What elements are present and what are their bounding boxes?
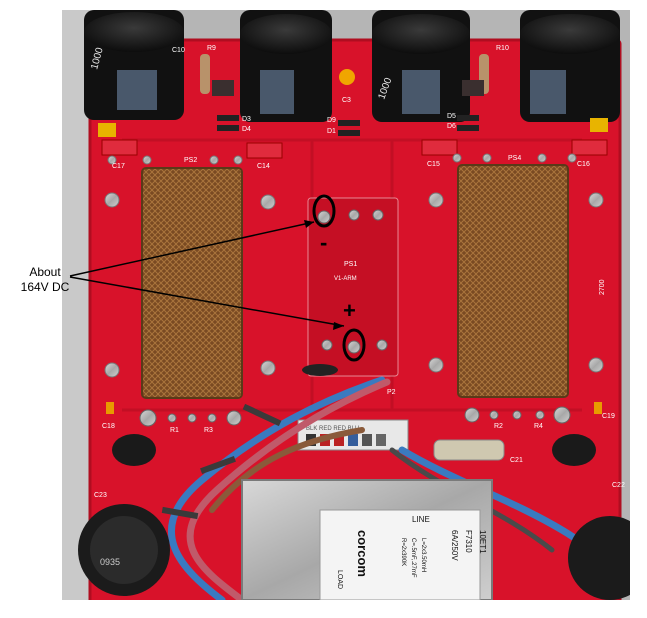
silk-c23: C23 xyxy=(94,492,107,499)
silk-c21: C21 xyxy=(510,457,523,464)
ps1-pins xyxy=(317,209,388,354)
arrow-to-minus xyxy=(69,221,315,277)
minus-sign: - xyxy=(320,230,327,255)
silk-code: 2700 xyxy=(599,279,606,295)
silk-d9: D9 xyxy=(327,117,336,124)
silk-ps4: PS4 xyxy=(508,155,521,162)
silk-c18: C18 xyxy=(102,423,115,430)
silk-c16: C16 xyxy=(577,161,590,168)
yellow-cap xyxy=(590,118,608,132)
filter-model: 10ET1 xyxy=(478,530,487,554)
annotation-line-1: About xyxy=(29,265,61,279)
voltage-annotation: About 164V DC xyxy=(14,265,76,295)
silk-v1-arm: V1-ARM xyxy=(334,276,357,282)
film-cap-c17 xyxy=(101,139,138,156)
capacitor-c22 xyxy=(568,516,630,600)
film-cap-c16 xyxy=(571,139,608,156)
silk-p2: P2 xyxy=(387,389,396,396)
filter-load: LOAD xyxy=(336,570,343,589)
arrow-to-plus xyxy=(69,276,345,327)
resistor-r9 xyxy=(200,54,210,94)
silk-r9: R9 xyxy=(207,45,216,52)
plus-sign: + xyxy=(343,298,356,323)
silk-c10: C10 xyxy=(172,47,185,54)
plus-terminal-circle xyxy=(342,328,366,362)
board-illustration: 1000 1000 xyxy=(62,10,630,600)
fuse xyxy=(433,439,505,461)
film-cap-c15 xyxy=(421,139,458,156)
silk-d5: D5 xyxy=(447,113,456,120)
capacitor-c2 xyxy=(240,10,332,122)
film-cap-c14 xyxy=(246,142,283,159)
annotation-line-2: 164V DC xyxy=(20,280,70,294)
line-filter: 10ET1 F7310 6A/250V LINE L=2x3.50mH C=.5… xyxy=(241,479,493,600)
minus-terminal-circle xyxy=(312,194,336,228)
silk-c22: C22 xyxy=(612,482,625,489)
filter-spec2: C=.5mF,.27mF xyxy=(410,538,416,578)
silk-r10: R10 xyxy=(496,45,509,52)
silk-c17: C17 xyxy=(112,163,125,170)
silk-d6: D6 xyxy=(447,123,456,130)
filter-spec1: L=2x3.50mH xyxy=(420,538,426,572)
filter-spec3: R=2x390K xyxy=(400,538,406,566)
yellow-cap xyxy=(98,123,116,137)
silk-wire-labels: BLK RED RED BLU xyxy=(306,426,359,432)
filter-line: LINE xyxy=(412,515,430,524)
capacitor-c10: 1000 xyxy=(84,10,184,120)
silk-d1: D1 xyxy=(327,128,336,135)
power-supply-board-photo: 1000 1000 xyxy=(62,10,630,600)
lower-pins xyxy=(139,406,571,427)
silk-ps2: PS2 xyxy=(184,157,197,164)
silk-c19: C19 xyxy=(602,413,615,420)
capacitor-c4 xyxy=(520,10,620,122)
silkscreen-labels: C10 R9 C3 R10 D9 D1 D3 D4 D5 D6 PS2 PS4 … xyxy=(94,45,625,499)
capacitor-c3: 1000 xyxy=(372,10,470,122)
silk-c14: C14 xyxy=(257,163,270,170)
heatsink-pad-right xyxy=(457,164,569,398)
silk-r2: R2 xyxy=(494,423,503,430)
silk-r3: R3 xyxy=(204,427,213,434)
silk-c3: C3 xyxy=(342,97,351,104)
silk-ps1: PS1 xyxy=(344,261,357,268)
ps1-module xyxy=(307,197,399,377)
led-c3 xyxy=(339,69,355,85)
silk-d4: D4 xyxy=(242,126,251,133)
filter-rating: 6A/250V xyxy=(450,530,459,561)
silk-r1: R1 xyxy=(170,427,179,434)
silk-d3: D3 xyxy=(242,116,251,123)
zip-ties xyxy=(161,403,282,520)
filter-brand: corcom xyxy=(355,530,370,577)
silk-c15: C15 xyxy=(427,161,440,168)
silk-r4: R4 xyxy=(534,423,543,430)
heatsink-pad-left xyxy=(141,167,243,399)
screws xyxy=(104,153,604,378)
choke-print: 0935 xyxy=(100,557,120,567)
filter-freq: F7310 xyxy=(464,530,473,553)
